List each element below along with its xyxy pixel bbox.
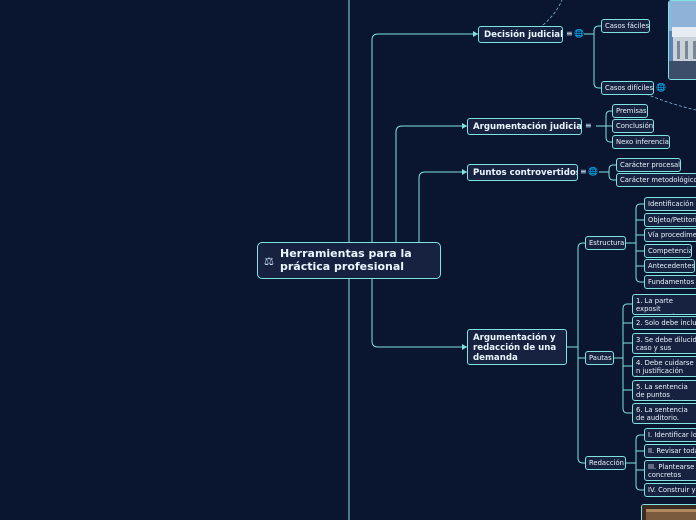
root-title: Herramientas para la práctica profesiona… bbox=[280, 247, 412, 273]
redaccion-item[interactable]: II. Revisar toda bbox=[644, 444, 696, 458]
topic-label: Argumentación judicial bbox=[473, 122, 582, 132]
subtopic-caracter-procesal[interactable]: Carácter procesal bbox=[616, 158, 681, 172]
redaccion-item[interactable]: IV. Construir y bbox=[644, 483, 696, 497]
subtopic-redaccion[interactable]: Redacción bbox=[585, 456, 626, 470]
scales-icon: ⚖ bbox=[264, 255, 274, 268]
topic-label: Puntos controvertidos bbox=[473, 168, 578, 178]
notes-icon[interactable]: ≡ bbox=[580, 167, 587, 176]
estructura-item[interactable]: Vía procedimen bbox=[644, 228, 696, 242]
pautas-item[interactable]: 2. Solo debe inclui bbox=[632, 316, 696, 330]
image-thumbnail[interactable] bbox=[641, 504, 696, 520]
topic-label: Argumentación y redacción de una demanda bbox=[473, 333, 557, 363]
pautas-item[interactable]: 6. La sentencia de auditorio. bbox=[632, 403, 696, 424]
topic-argumentacion-judicial[interactable]: Argumentación judicial bbox=[467, 118, 582, 135]
subtopic-nexo-inferencial[interactable]: Nexo inferencial bbox=[612, 135, 670, 149]
root-topic[interactable]: ⚖ Herramientas para la práctica profesio… bbox=[257, 242, 441, 279]
subtopic-conclusion[interactable]: Conclusión bbox=[612, 119, 654, 133]
courthouse-image bbox=[669, 1, 696, 79]
subtopic-caracter-metodologico[interactable]: Carácter metodológico bbox=[616, 173, 696, 187]
pautas-item[interactable]: 4. Debe cuidarse n justificación intern bbox=[632, 356, 696, 377]
subtopic-pautas[interactable]: Pautas bbox=[585, 351, 614, 365]
subtopic-premisas[interactable]: Premisas bbox=[612, 104, 648, 118]
topic-label: Decisión judicial bbox=[484, 30, 563, 40]
redaccion-item[interactable]: III. Plantearse concretos bbox=[644, 460, 696, 481]
image-thumbnail[interactable] bbox=[668, 0, 696, 80]
topic-puntos-controvertidos[interactable]: Puntos controvertidos bbox=[467, 164, 578, 181]
estructura-item[interactable]: Antecedentes bbox=[644, 259, 695, 273]
estructura-item[interactable]: Fundamentos d bbox=[644, 275, 696, 289]
notes-icon[interactable]: ≡ bbox=[585, 121, 592, 130]
pautas-item[interactable]: 1. La parte exposit controversia. bbox=[632, 294, 696, 315]
subtopic-casos-faciles[interactable]: Casos fáciles bbox=[601, 19, 650, 33]
notes-icon[interactable]: ≡ bbox=[566, 29, 573, 38]
topic-argumentacion-demanda[interactable]: Argumentación y redacción de una demanda bbox=[467, 329, 567, 365]
estructura-item[interactable]: Objeto/Petitorio bbox=[644, 213, 696, 227]
estructura-item[interactable]: Identificación d bbox=[644, 197, 696, 211]
link-icon[interactable]: 🌐 bbox=[656, 83, 666, 92]
pautas-item[interactable]: 3. Se debe dilucid caso y sus cuestior bbox=[632, 333, 696, 354]
estructura-item[interactable]: Competencia bbox=[644, 244, 692, 258]
subtopic-estructura[interactable]: Estructura bbox=[585, 236, 626, 250]
pautas-item[interactable]: 5. La sentencia de puntos controverti bbox=[632, 380, 696, 401]
topic-decision-judicial[interactable]: Decisión judicial bbox=[478, 26, 563, 43]
subtopic-casos-dificiles[interactable]: Casos difíciles bbox=[601, 81, 654, 95]
link-icon[interactable]: 🌐 bbox=[574, 29, 584, 38]
link-icon[interactable]: 🌐 bbox=[588, 167, 598, 176]
photo-image bbox=[642, 505, 696, 520]
redaccion-item[interactable]: I. Identificar lo bbox=[644, 428, 696, 442]
